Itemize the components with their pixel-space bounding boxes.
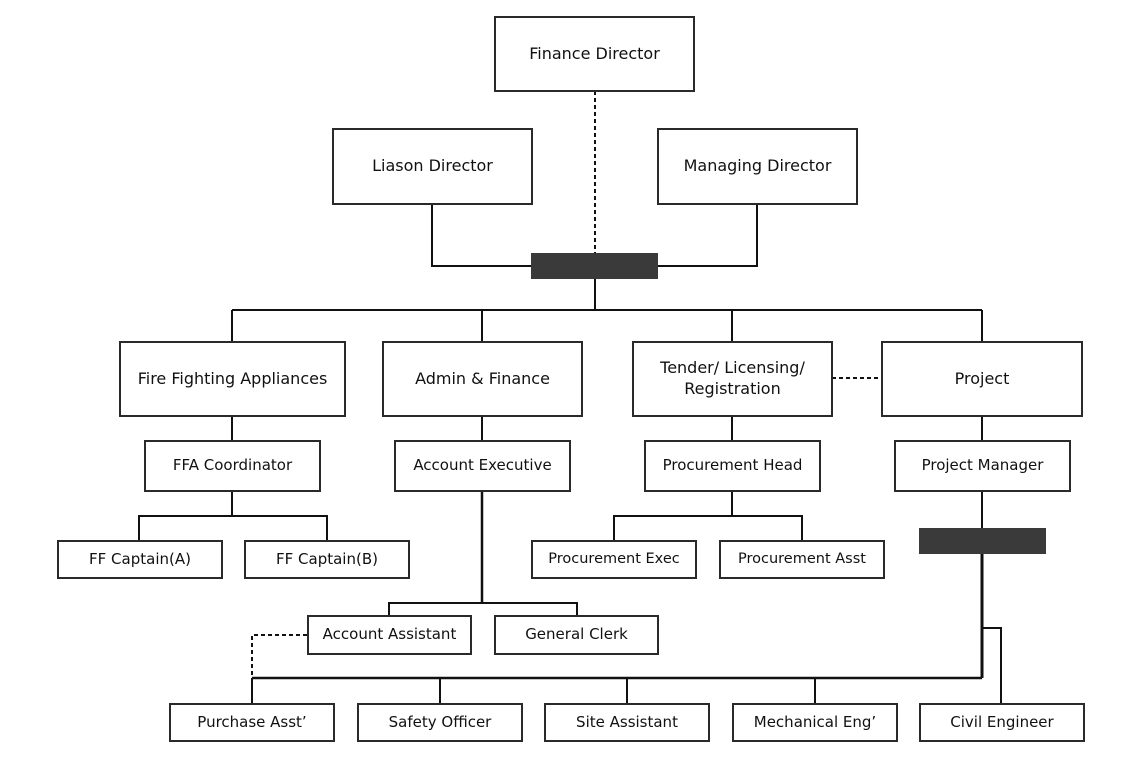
purchase-asst-label: Purchase Asst’ [197,712,307,731]
liason-director-link [431,204,532,267]
account-bus [388,602,578,616]
procurement-head-box: Procurement Head [644,440,821,492]
procurement-bus [613,515,803,541]
safety-officer-label: Safety Officer [388,712,492,731]
project-manager-box: Project Manager [894,440,1071,492]
fire-fighting-appliances-box: Fire Fighting Appliances [119,341,346,417]
ffa-coordinator-box: FFA Coordinator [144,440,321,492]
account-assistant-box: Account Assistant [307,615,472,655]
ff-captain-a-box: FF Captain(A) [57,540,223,579]
liason-director-box: Liason Director [332,128,533,205]
managing-director-label: Managing Director [683,156,832,176]
ff-captain-a-label: FF Captain(A) [89,549,191,568]
account-assistant-dashed-link [251,634,307,678]
procurement-asst-label: Procurement Asst [738,551,866,568]
general-clerk-label: General Clerk [525,625,628,644]
general-clerk-box: General Clerk [494,615,659,655]
ffa-coordinator-label: FFA Coordinator [172,456,293,475]
project-label: Project [954,368,1010,388]
procurement-exec-label: Procurement Exec [548,551,680,568]
admin-finance-box: Admin & Finance [382,341,583,417]
account-assistant-label: Account Assistant [322,625,457,644]
safety-officer-box: Safety Officer [357,703,523,742]
finance-director-label: Finance Director [529,43,660,63]
account-executive-box: Account Executive [394,440,571,492]
civil-engineer-label: Civil Engineer [950,712,1054,731]
purchase-asst-box: Purchase Asst’ [169,703,335,742]
project-manager-label: Project Manager [921,456,1044,475]
mechanical-eng-label: Mechanical Eng’ [753,712,877,731]
site-assistant-label: Site Assistant [576,712,678,731]
tender-licensing-registration-box: Tender/ Licensing/ Registration [632,341,833,417]
admin-finance-label: Admin & Finance [415,368,550,388]
liason-director-label: Liason Director [372,156,493,176]
tender-licensing-registration-label: Tender/ Licensing/ Registration [660,358,805,398]
civil-engineer-link [982,627,1002,705]
managing-director-link [657,204,758,267]
account-executive-label: Account Executive [413,456,552,475]
ff-captain-b-box: FF Captain(B) [244,540,410,579]
procurement-head-label: Procurement Head [662,456,803,475]
fire-fighting-appliances-label: Fire Fighting Appliances [137,368,328,388]
executive-junction-bar [531,253,658,279]
procurement-exec-box: Procurement Exec [531,540,697,579]
procurement-asst-box: Procurement Asst [719,540,885,579]
finance-director-box: Finance Director [494,16,695,92]
ff-captain-b-label: FF Captain(B) [276,549,378,568]
project-box: Project [881,341,1083,417]
civil-engineer-box: Civil Engineer [919,703,1085,742]
captains-bus [138,515,328,541]
mechanical-eng-box: Mechanical Eng’ [732,703,898,742]
site-assistant-box: Site Assistant [544,703,710,742]
project-junction-bar [919,528,1046,554]
managing-director-box: Managing Director [657,128,858,205]
